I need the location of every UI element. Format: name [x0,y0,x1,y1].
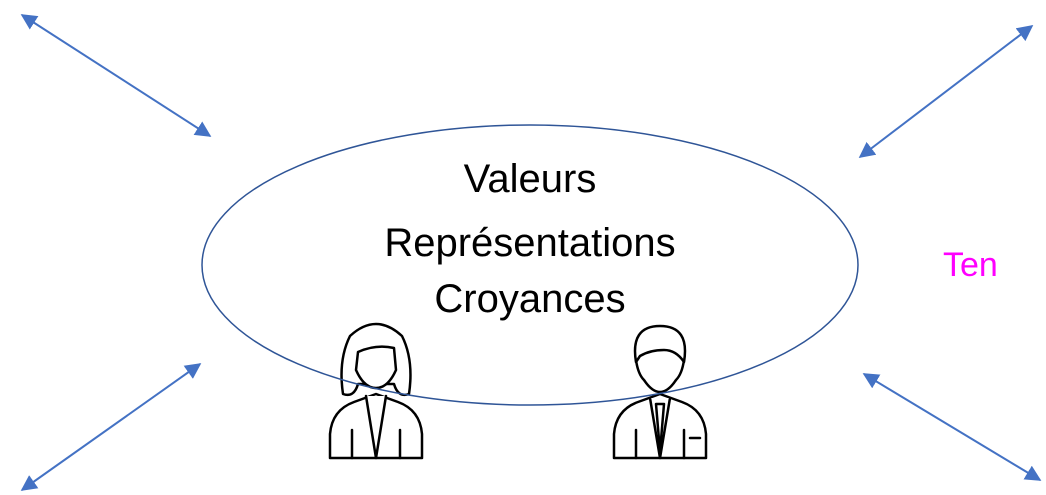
central-ellipse [201,124,859,406]
label-croyances: Croyances [434,277,625,321]
label-valeurs: Valeurs [464,157,597,201]
arrow-top-left [20,14,212,137]
arrow-bottom-left [20,363,202,491]
arrow-bottom-right [862,373,1042,481]
man-icon [612,324,708,460]
arrow-top-right [858,25,1034,158]
woman-icon [328,322,424,460]
label-representations: Représentations [384,221,675,265]
side-label: Ten [943,246,998,284]
